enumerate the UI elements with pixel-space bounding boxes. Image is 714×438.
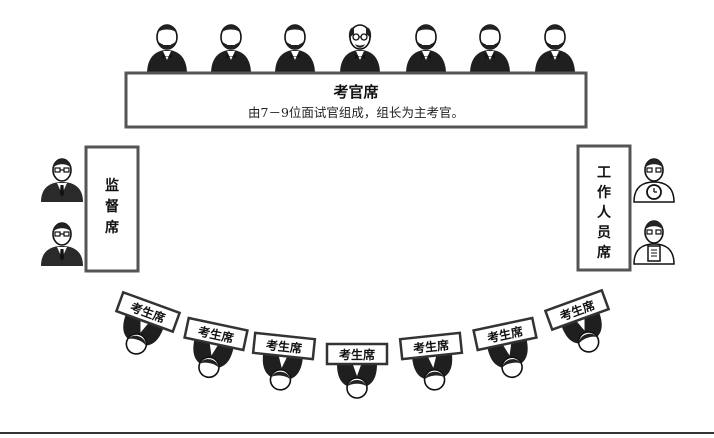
examiner-bearded-icon [274,24,316,75]
examiner-bearded-icon [210,24,252,75]
staff-char-4: 员 [597,225,611,241]
staff-char-1: 工 [597,165,611,181]
examiner-bearded-icon [469,24,511,75]
examiner-table-title: 考官席 [333,83,378,101]
candidate-seat-label: 考生席 [412,337,449,356]
supervisor-char-2: 督 [105,198,119,215]
chief-examiner-glasses-icon [339,24,381,75]
examiner-row [146,24,576,75]
bottom-border-line [0,432,714,434]
candidate-seat: 考生席 [251,331,317,393]
staff-group [633,158,675,265]
candidate-arc: 考生席 考生席 考生席 考生席 考生席 考生席 [113,288,612,399]
candidate-seat: 考生席 [472,316,538,382]
candidate-icon [411,353,457,393]
candidate-seat: 考生席 [325,342,389,399]
staff-table: 工 作 人 员 席 [576,144,632,272]
staff-char-3: 人 [597,204,612,221]
examiner-bearded-icon [534,24,576,75]
supervisor-glasses-icon [40,222,84,267]
examiner-table: 考官席 由7－9位面试官组成，组长为主考官。 [124,71,588,129]
candidate-seat: 考生席 [398,331,464,393]
examiner-bearded-icon [405,24,447,75]
staff-char-5: 席 [597,244,611,261]
staff-with-notepad-icon [633,220,675,265]
examiner-bearded-icon [146,24,188,75]
staff-char-2: 作 [597,184,611,201]
staff-with-clock-icon [633,158,675,203]
candidate-icon [336,363,378,399]
candidate-seat-label: 考生席 [339,347,375,362]
candidate-seat: 考生席 [543,288,612,359]
supervisor-char-3: 席 [105,219,119,236]
candidate-icon [258,353,304,393]
examiner-table-subtitle: 由7－9位面试官组成，组长为主考官。 [248,105,464,120]
candidate-seat-label: 考生席 [265,337,302,356]
candidate-seat-label: 考生席 [197,323,235,345]
candidate-seat: 考生席 [113,290,182,361]
supervisor-table: 监 督 席 [84,145,140,273]
candidate-seat: 考生席 [183,316,249,382]
candidate-seat-label: 考生席 [486,323,524,345]
supervisor-glasses-icon [40,158,84,203]
supervisor-group [40,158,84,267]
supervisor-char-1: 监 [105,177,119,194]
